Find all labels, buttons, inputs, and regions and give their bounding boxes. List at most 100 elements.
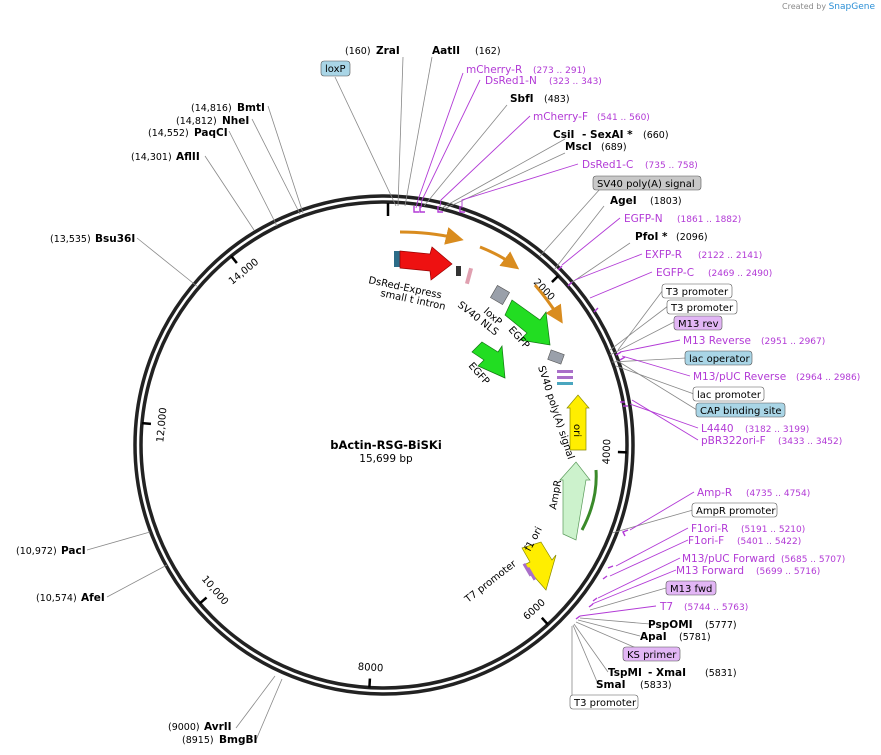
enzyme-paqci[interactable]: PaqCI [194,127,228,139]
primer-range-pbr322ori-f: (3433 .. 3452) [778,437,842,447]
enzyme-pos-bmti: (14,816) [191,103,232,114]
primer-exfp-r[interactable]: EXFP-R [645,249,682,261]
enzyme-pspomi[interactable]: PspOMI [648,619,693,631]
box-ampr-promoter[interactable]: AmpR promoter [696,506,776,517]
primer-range-egfp-n: (1861 .. 1882) [677,215,741,225]
boxed-labels: loxP SV40 poly(A) signal T3 promoter T3 … [320,60,786,710]
label-ori[interactable]: ori [571,424,582,437]
credit-prefix: Created by [782,2,827,11]
box-bg-lac-promoter [692,386,765,402]
box-bg-loxp [320,60,351,77]
primer-l4440[interactable]: L4440 [701,423,734,435]
feature-small-t-intron [456,266,461,276]
primer-range-l4440: (3182 .. 3199) [745,425,809,435]
snapgene-credit: Created by SnapGene [782,2,875,12]
enzyme-pos-afei: (10,574) [36,593,77,604]
feature-dsred-cap [394,251,400,267]
primer-pbr322ori-f[interactable]: pBR322ori-F [701,435,766,447]
primer-egfp-n[interactable]: EGFP-N [624,213,663,225]
primer-range-m13-reverse: (2951 .. 2967) [761,337,825,347]
primer-t7[interactable]: T7 [659,601,673,613]
enzyme-pos-agei: (1803) [650,196,682,207]
enzyme-pos-aatii: (162) [475,46,501,57]
enzyme-pfoi[interactable]: PfoI * [635,231,668,243]
enzyme-pos-aflii: (14,301) [131,152,172,163]
enzyme-aatii[interactable]: AatII [432,45,460,57]
primer-range-f1ori-f: (5401 .. 5422) [737,537,801,547]
primer-dsred1-c[interactable]: DsRed1-C [582,159,633,171]
primer-f1ori-r[interactable]: F1ori-R [691,523,728,535]
box-sv40-polya[interactable]: SV40 poly(A) signal [597,179,695,190]
tick-mark [141,421,152,426]
enzyme-paci[interactable]: PacI [61,545,86,557]
enzyme-agei[interactable]: AgeI [610,195,637,207]
primer-range-t7: (5744 .. 5763) [684,603,748,613]
enzyme-nhei[interactable]: NheI [222,115,249,127]
box-bg-ks-primer [622,646,681,662]
enzyme-msci[interactable]: MscI [565,141,592,153]
backbone-outer [133,194,635,696]
primer-mcherry-f[interactable]: mCherry-F [533,111,588,123]
primer-range-mcherry-f: (541 .. 560) [597,113,650,123]
box-lac-promoter[interactable]: lac promoter [697,390,762,401]
enzyme-pos-avrii: (9000) [168,722,200,733]
enzyme-zrai[interactable]: ZraI [376,45,400,57]
enzyme-bsu36i[interactable]: Bsu36I [95,233,135,245]
primer-amp-r[interactable]: Amp-R [697,487,732,499]
enzyme-pos-csii: (660) [643,130,669,141]
orf-arrows [399,227,563,324]
primer-f1ori-f[interactable]: F1ori-F [688,535,724,547]
box-t3-promoter-3[interactable]: T3 promoter [573,698,637,709]
enzyme-pos-paci: (10,972) [16,546,57,557]
box-m13-rev[interactable]: M13 rev [678,319,719,330]
plasmid-length: 15,699 bp [359,453,413,465]
primer-range-egfp-c: (2469 .. 2490) [708,269,772,279]
primer-dsred1-n[interactable]: DsRed1-N [485,75,537,87]
enzyme-smai[interactable]: SmaI [596,679,626,691]
label-ampr[interactable]: AmpR [548,479,564,510]
primer-mcherry-r[interactable]: mCherry-R [466,64,522,76]
box-t3-promoter-2[interactable]: T3 promoter [670,303,734,314]
enzyme-pos-nhei: (14,812) [176,116,217,127]
enzyme-apai[interactable]: ApaI [640,631,667,643]
primer-egfp-c[interactable]: EGFP-C [656,267,694,279]
box-t3-promoter-1[interactable]: T3 promoter [665,287,729,298]
box-bg-t3-promoter-3 [569,694,639,710]
primer-m13-reverse[interactable]: M13 Reverse [683,335,751,347]
primer-m13-puc-forward[interactable]: M13/pUC Forward [682,553,775,565]
box-loxp[interactable]: loxP [325,64,346,75]
box-cap-binding-site[interactable]: CAP binding site [700,406,782,417]
box-lac-operator[interactable]: lac operator [689,354,750,365]
enzyme-pos-sbfi: (483) [544,94,570,105]
connector-lines [86,56,698,741]
tick-label: 14,000 [227,257,261,288]
enzyme-afei[interactable]: AfeI [81,592,105,604]
enzyme-bmti[interactable]: BmtI [237,102,265,114]
primer-range-m13-forward: (5699 .. 5716) [756,567,820,577]
box-bg-m13-rev [673,315,723,331]
enzyme-tspmi[interactable]: TspMI [608,667,642,679]
enzyme-sexai[interactable]: - SexAI * [582,129,633,141]
enzyme-avrii[interactable]: AvrII [204,721,232,733]
enzyme-aflii[interactable]: AflII [176,151,200,163]
box-bg-m13-fwd [665,580,717,596]
primer-m13-puc-reverse[interactable]: M13/pUC Reverse [693,371,786,383]
box-m13-fwd[interactable]: M13 fwd [670,584,712,595]
box-bg-ampr-promoter [691,502,778,518]
primer-range-exfp-r: (2122 .. 2141) [698,251,762,261]
feature-sv40-nls [464,267,474,285]
primer-range-dsred1-c: (735 .. 758) [645,161,698,171]
enzyme-sbfi[interactable]: SbfI [510,93,534,105]
enzyme-pos-paqci: (14,552) [148,128,189,139]
box-bg-lac-operator [684,350,753,366]
enzyme-bmgbi[interactable]: BmgBI [219,734,257,746]
plasmid-name: bActin-RSG-BiSKi [330,438,442,452]
feature-ori [566,394,590,451]
enzyme-xmai[interactable]: - XmaI [648,667,686,679]
tick-mark [368,678,372,688]
box-ks-primer[interactable]: KS primer [627,650,677,661]
box-bg-t3-promoter-2 [666,299,738,315]
primer-m13-forward[interactable]: M13 Forward [676,565,744,577]
enzyme-csii[interactable]: CsiI [553,129,574,141]
